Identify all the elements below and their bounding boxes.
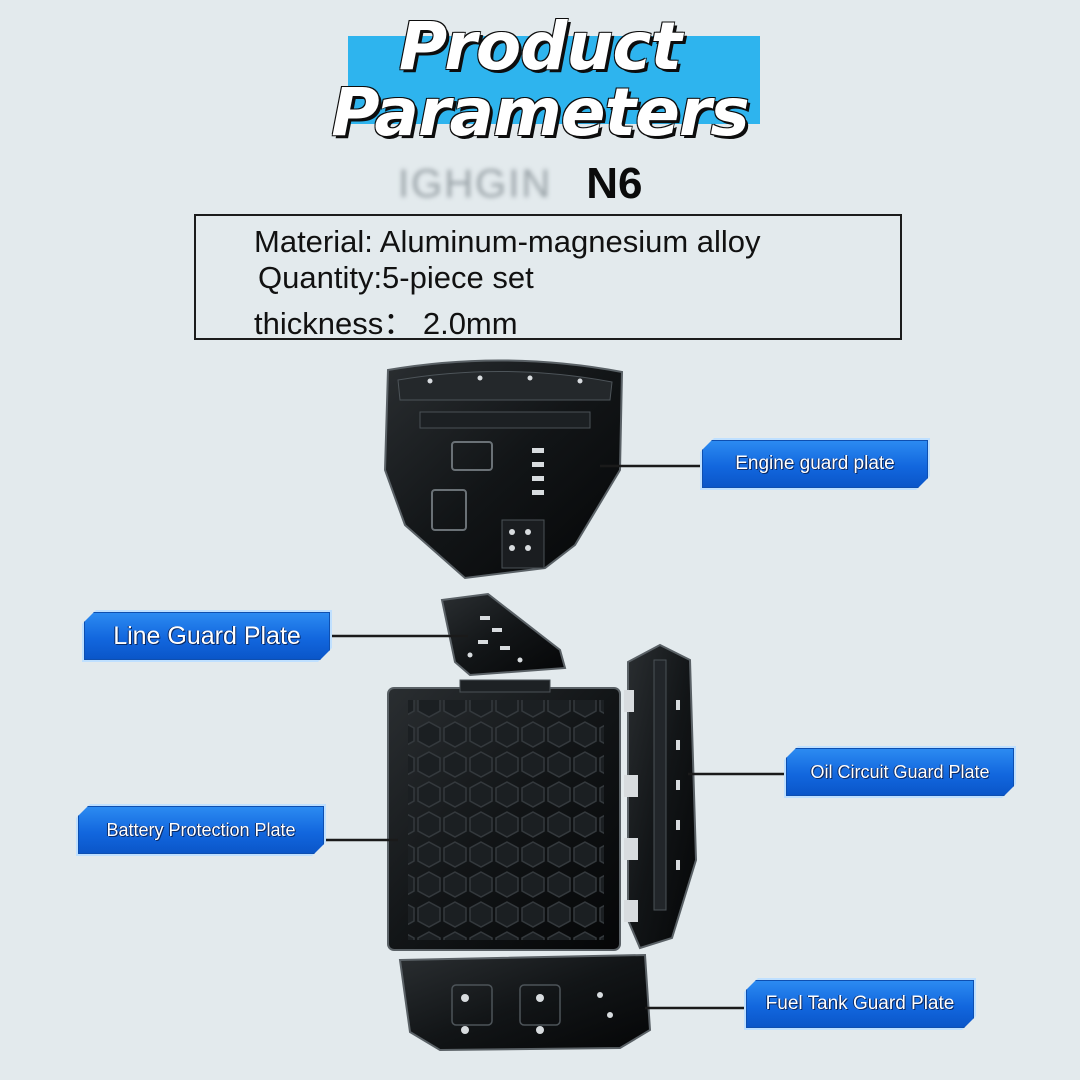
title-line-2: Parameters xyxy=(331,74,749,151)
battery-protection-plate xyxy=(387,679,621,951)
param-material: Material: Aluminum-magnesium alloy xyxy=(254,224,761,259)
page-title: Product Parameters xyxy=(290,14,790,146)
engine-guard-plate-label: Engine guard plate xyxy=(700,438,930,490)
line-guard-plate xyxy=(440,592,567,677)
battery-protection-plate-label: Battery Protection Plate xyxy=(76,804,326,856)
parameter-box: Material: Aluminum-magnesium alloy Quant… xyxy=(194,214,902,341)
oil-circuit-guard-plate-label: Oil Circuit Guard Plate xyxy=(784,746,1016,798)
title-line-1: Product xyxy=(398,8,682,85)
engine-guard-plate xyxy=(383,359,624,580)
fuel-tank-guard-plate xyxy=(398,953,652,1052)
brand-row: IGHGIN N6 xyxy=(398,159,643,208)
oil-circuit-guard-plate xyxy=(624,643,698,950)
brand-name-blurred: IGHGIN xyxy=(398,161,553,206)
param-thickness: thickness： 2.0mm xyxy=(254,306,518,341)
param-quantity: Quantity:5-piece set xyxy=(258,260,534,295)
title-highlight xyxy=(348,36,760,124)
connector-lines xyxy=(326,464,786,1010)
line-guard-plate-label: Line Guard Plate xyxy=(82,610,332,662)
model-name: N6 xyxy=(586,159,643,208)
fuel-tank-guard-plate-label: Fuel Tank Guard Plate xyxy=(744,978,976,1030)
